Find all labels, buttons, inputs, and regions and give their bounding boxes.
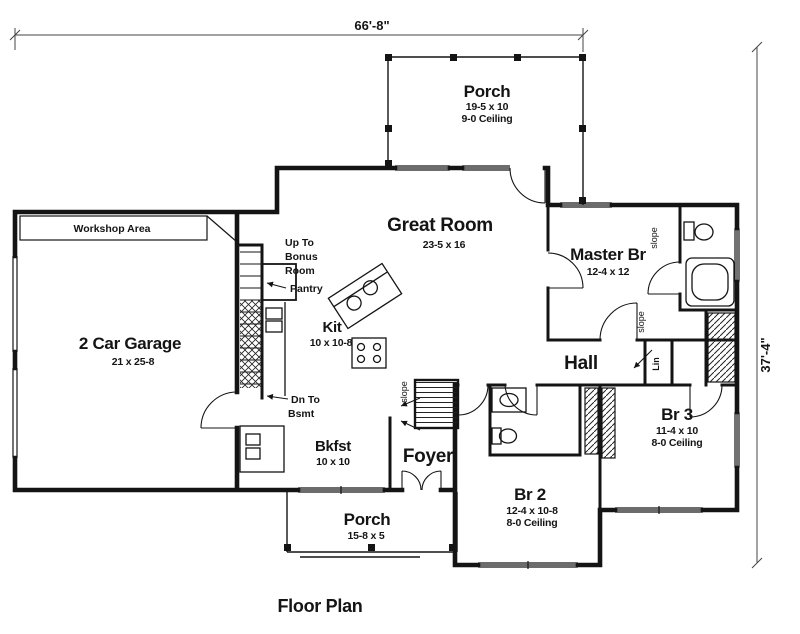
master-bath-fixtures — [683, 221, 735, 307]
stairs — [240, 251, 262, 388]
foyer-name: Foyer — [403, 446, 454, 467]
kitchen-size: 10 x 10-8 — [310, 337, 353, 349]
floor-plan-title: Floor Plan — [277, 596, 362, 616]
kitchen-fixtures — [239, 262, 403, 473]
hall-bath-fixtures — [491, 387, 527, 445]
great-room-name: Great Room — [387, 215, 493, 236]
br2-name: Br 2 — [514, 485, 546, 504]
porch-top-ceiling: 9-0 Ceiling — [462, 113, 513, 125]
stairs-dn-note-1: Dn To — [291, 394, 320, 406]
closets — [413, 312, 736, 459]
master-br-name: Master Br — [570, 245, 646, 264]
porch-top-name: Porch — [464, 82, 511, 101]
porch-bottom-name: Porch — [344, 510, 391, 529]
note-arrows — [266, 281, 653, 431]
stairs-up-note-3: Room — [285, 265, 315, 277]
workshop-area-label: Workshop Area — [73, 223, 150, 235]
pantry-label: Pantry — [290, 283, 323, 295]
windows — [12, 165, 740, 569]
stairs-up-note-1: Up To — [285, 237, 314, 249]
stairs-dn-note-2: Bsmt — [288, 408, 315, 420]
br3-name: Br 3 — [661, 405, 693, 424]
kitchen-island — [327, 262, 403, 330]
br2-ceiling: 8-0 Ceiling — [507, 517, 558, 529]
garage-name: 2 Car Garage — [79, 334, 181, 353]
porch-outlines — [286, 56, 584, 558]
stairs-up-note-2: Bonus — [285, 251, 318, 263]
br3-size: 11-4 x 10 — [656, 425, 698, 437]
slope-label-foyer: slope — [399, 381, 409, 403]
porch-top-size: 19-5 x 10 — [466, 101, 509, 113]
pantry-closet — [261, 263, 297, 301]
slope-label-master-top: slope — [649, 227, 659, 249]
br2-size: 12-4 x 10-8 — [506, 505, 558, 517]
dimension-lines — [9, 28, 763, 569]
porch-bottom-size: 15-8 x 5 — [348, 530, 385, 542]
great-room-size: 23-5 x 16 — [423, 239, 466, 251]
garage-size: 21 x 25-8 — [112, 356, 155, 368]
slope-label-master-bottom: slope — [636, 311, 646, 333]
breakfast-size: 10 x 10 — [316, 456, 350, 468]
kitchen-name: Kit — [322, 319, 341, 336]
doors — [200, 167, 723, 491]
porch-posts — [284, 54, 586, 551]
hall-name: Hall — [564, 353, 598, 374]
br3-ceiling: 8-0 Ceiling — [652, 437, 703, 449]
dim-width-label: 66'-8" — [354, 18, 389, 33]
master-br-size: 12-4 x 12 — [587, 266, 630, 278]
linen-closet-label: Lin — [651, 357, 661, 371]
breakfast-name: Bkfst — [315, 438, 351, 455]
dim-height-label: 37'-4" — [758, 337, 773, 372]
exterior-walls — [12, 165, 740, 568]
workshop-area-outline — [19, 215, 238, 243]
